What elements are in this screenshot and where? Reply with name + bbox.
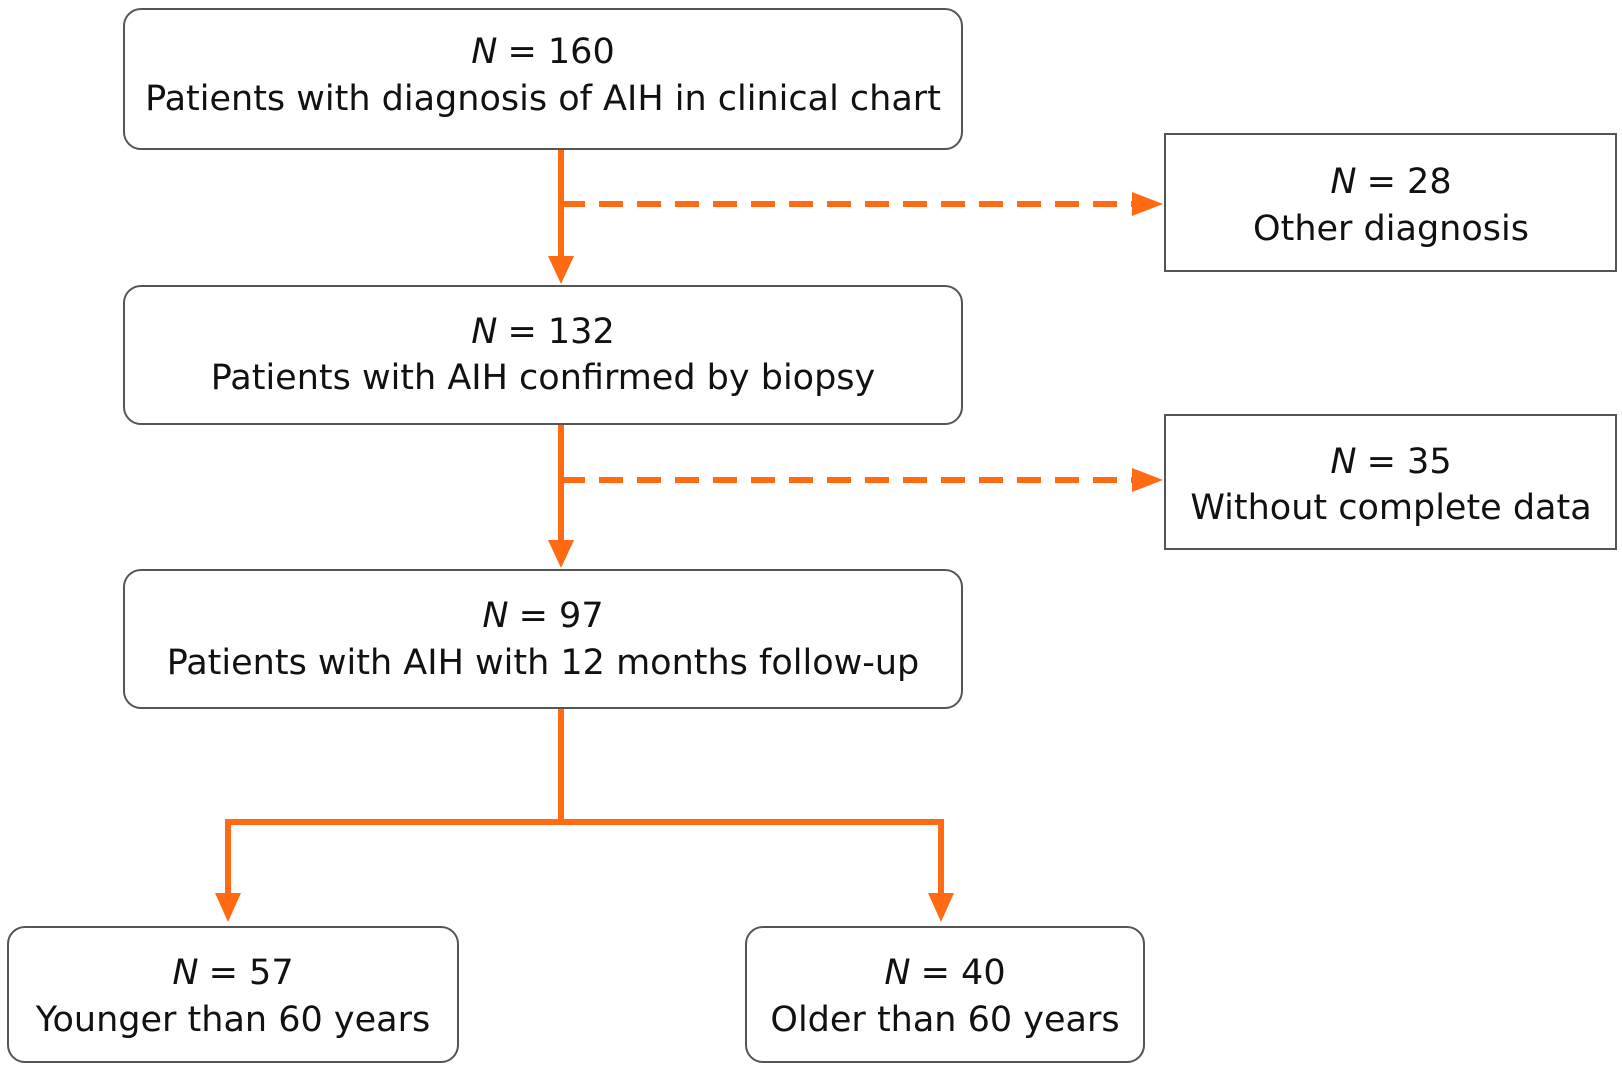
node-younger-label: Younger than 60 years <box>35 1000 430 1040</box>
node-total-count: N= 160 <box>471 32 614 72</box>
node-confirmed-count: N= 132 <box>471 312 614 352</box>
n-symbol: N <box>1330 162 1356 202</box>
node-younger-count: N = 57 <box>172 953 293 993</box>
arrowhead-younger <box>215 893 241 922</box>
node-incomplete-count: N = 35 <box>1330 442 1451 482</box>
arrowhead-older <box>928 893 954 922</box>
n-symbol: N <box>1330 442 1356 482</box>
n-value: = 160 <box>507 32 614 72</box>
node-followup-count: N = 97 <box>482 596 603 636</box>
n-value: = 35 <box>1367 442 1452 482</box>
node-older-label: Older than 60 years <box>770 1000 1119 1040</box>
node-total-label: Patients with diagnosis of AIH in clinic… <box>145 79 941 119</box>
node-incomplete: N = 35 Without complete data <box>1164 414 1617 550</box>
node-younger: N = 57 Younger than 60 years <box>7 926 459 1063</box>
arrowhead-other-diagnosis <box>1132 192 1163 216</box>
node-incomplete-label: Without complete data <box>1190 488 1591 528</box>
n-symbol: N <box>884 953 910 993</box>
node-other-diagnosis-label: Other diagnosis <box>1253 209 1529 249</box>
node-total: N= 160 Patients with diagnosis of AIH in… <box>123 8 963 150</box>
node-older: N = 40 Older than 60 years <box>745 926 1145 1063</box>
n-symbol: N <box>471 32 497 72</box>
n-symbol: N <box>172 953 198 993</box>
arrowhead-incomplete <box>1132 468 1163 492</box>
node-other-diagnosis-count: N = 28 <box>1330 162 1451 202</box>
node-confirmed-label: Patients with AIH confirmed by biopsy <box>211 358 876 398</box>
node-followup: N = 97 Patients with AIH with 12 months f… <box>123 569 963 709</box>
node-confirmed: N= 132 Patients with AIH confirmed by bi… <box>123 285 963 425</box>
connectors <box>215 149 1163 922</box>
node-followup-label: Patients with AIH with 12 months follow-… <box>167 643 920 683</box>
split-connector-right <box>561 819 944 904</box>
n-value: = 97 <box>519 596 604 636</box>
node-other-diagnosis: N = 28 Other diagnosis <box>1164 133 1617 272</box>
n-value: = 28 <box>1367 162 1452 202</box>
node-older-count: N = 40 <box>884 953 1005 993</box>
n-symbol: N <box>482 596 508 636</box>
n-symbol: N <box>471 312 497 352</box>
split-connector <box>225 708 564 904</box>
n-value: = 40 <box>921 953 1006 993</box>
arrowhead-confirmed <box>548 256 574 284</box>
n-value: = 132 <box>507 312 614 352</box>
n-value: = 57 <box>209 953 294 993</box>
arrowhead-followup <box>548 540 574 568</box>
